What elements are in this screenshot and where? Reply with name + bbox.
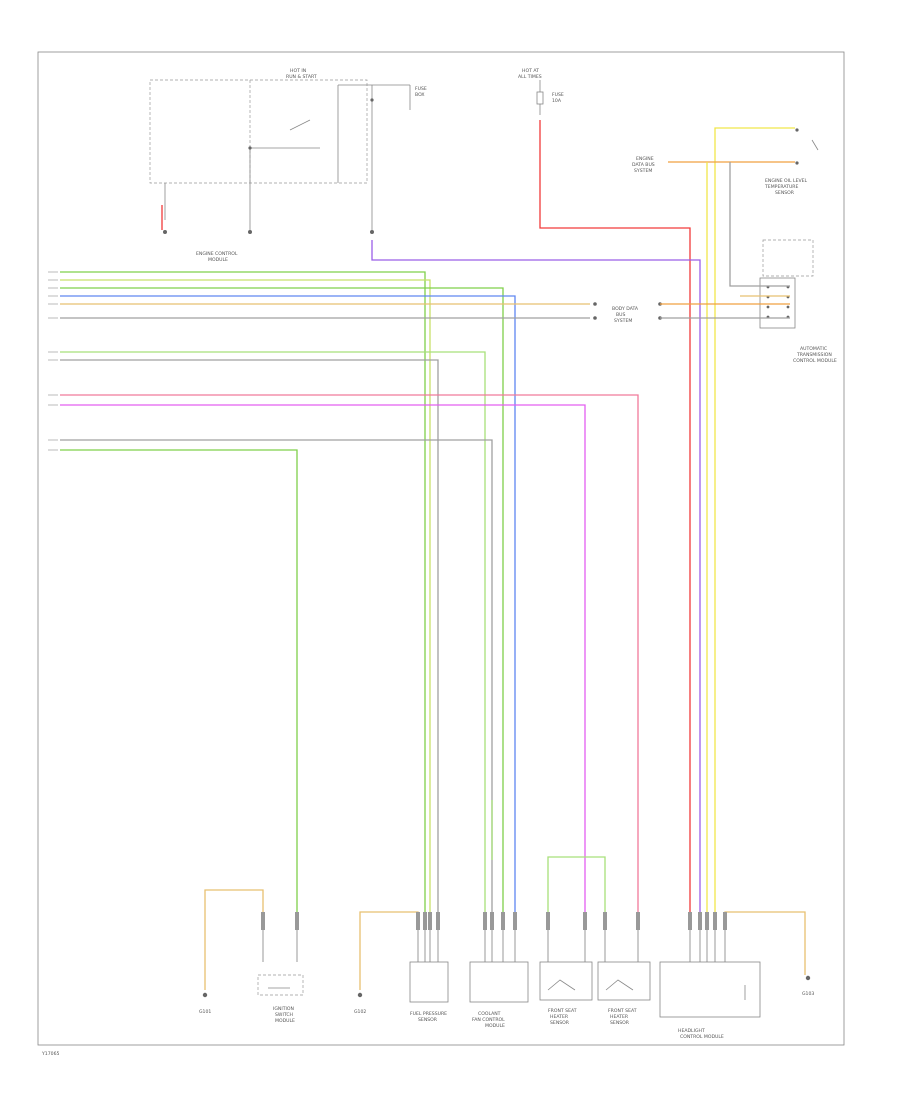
- automatic-transmission-module: AUTOMATIC TRANSMISSION CONTROL MODULE: [759, 239, 837, 364]
- body-data-bus-label-2: BUS: [616, 312, 626, 318]
- wire-blue: [60, 295, 516, 930]
- ignition-switch-label-2: SWITCH: [275, 1012, 293, 1018]
- wire-atcm-gray: [729, 162, 790, 287]
- wire-yellow-right: [714, 127, 795, 930]
- wire-green-lower: [60, 449, 298, 930]
- wire-lightgreen-2: [60, 359, 439, 930]
- coolant-fan-label: COOLANT: [478, 1011, 501, 1017]
- engine-data-bus-label-3: SYSTEM: [634, 168, 652, 174]
- connector-terminal: [603, 912, 607, 930]
- coolant-fan-label-2: FAN CONTROL: [472, 1017, 505, 1023]
- engine-data-bus-label-2: DATA BUS: [632, 162, 655, 168]
- connector-terminal: [688, 912, 692, 930]
- figure-id: Y17065: [41, 1051, 59, 1057]
- wire-green-1: [60, 271, 426, 930]
- connector-terminal: [490, 912, 494, 930]
- connector-terminal: [295, 912, 299, 930]
- hot-at-all-times-label: HOT AT: [522, 68, 539, 74]
- connector-terminal: [483, 912, 487, 930]
- ground-left: G101: [199, 992, 211, 1015]
- connector-terminal: [705, 912, 709, 930]
- connector-terminal: [261, 912, 265, 930]
- atcm-label: AUTOMATIC: [800, 346, 827, 352]
- engine-control-module-label-2: MODULE: [208, 257, 228, 263]
- connector-terminal: [713, 912, 717, 930]
- wire-pink: [60, 394, 639, 930]
- wire-ect-tan: [359, 911, 419, 990]
- wires: [48, 120, 806, 990]
- seat-heater-left-label-2: HEATER: [550, 1014, 569, 1020]
- ground-right: G103: [802, 975, 814, 997]
- connector-terminal: [416, 912, 420, 930]
- connector-terminal: [698, 912, 702, 930]
- oil-level-sensor-label: ENGINE OIL LEVEL: [765, 178, 808, 184]
- wire-magenta: [60, 404, 586, 930]
- seat-heater-right-label-3: SENSOR: [610, 1020, 630, 1026]
- connector-terminal: [583, 912, 587, 930]
- connector-terminal: [436, 912, 440, 930]
- fuse-left-label: FUSE: [415, 86, 427, 92]
- oil-level-sensor-label-3: SENSOR: [775, 190, 795, 196]
- seat-heater-left-label: FRONT SEAT: [548, 1008, 577, 1014]
- seat-heater-right-label: FRONT SEAT: [608, 1008, 637, 1014]
- seat-heater-right-label-2: HEATER: [610, 1014, 629, 1020]
- fuel-pressure-sensor-label-2: SENSOR: [418, 1017, 438, 1023]
- engine-control-module: ENGINE CONTROL MODULE HOT IN RUN & START…: [149, 68, 427, 263]
- ground-label-g102: G102: [354, 1009, 366, 1015]
- connector-terminal: [546, 912, 550, 930]
- wire-violet: [371, 240, 701, 930]
- engine-control-module-label: ENGINE CONTROL: [196, 251, 238, 257]
- ground-label-g103: G103: [802, 991, 814, 997]
- atcm-label-2: TRANSMISSION: [796, 352, 832, 358]
- wire-green-3: [60, 287, 504, 930]
- body-data-bus: BODY DATA BUS SYSTEM: [593, 302, 662, 324]
- hot-in-run-label: HOT IN: [290, 68, 306, 74]
- bottom-components: IGNITION SWITCH MODULE FUEL PRESSURE SEN…: [199, 961, 814, 1040]
- fuel-pressure-sensor-label: FUEL PRESSURE: [410, 1011, 447, 1017]
- wire-red-main: [539, 120, 691, 930]
- ground-label-g101: G101: [199, 1009, 211, 1015]
- connector-terminal: [636, 912, 640, 930]
- coolant-fan-label-3: MODULE: [485, 1023, 505, 1029]
- connector-terminal: [423, 912, 427, 930]
- wire-green-2: [60, 279, 431, 930]
- engine-data-bus-region: ENGINE DATA BUS SYSTEM ENGINE OIL LEVEL …: [632, 128, 819, 196]
- hot-at-all-times-feed: HOT AT ALL TIMES FUSE 10A: [518, 68, 564, 115]
- fuse-left-label-2: BOX: [415, 92, 425, 98]
- ignition-switch-label-3: MODULE: [275, 1018, 295, 1024]
- connector-terminal: [723, 912, 727, 930]
- connector-terminal: [428, 912, 432, 930]
- engine-data-bus-label: ENGINE: [636, 156, 654, 162]
- ground-middle: G102: [354, 992, 366, 1015]
- diagram-border: [37, 51, 845, 1046]
- wire-gray-lower: [60, 439, 493, 930]
- atcm-label-3: CONTROL MODULE: [793, 358, 837, 364]
- connector-terminal: [513, 912, 517, 930]
- wire-lightgreen-1: [60, 351, 486, 930]
- hot-in-run-label-2: RUN & START: [286, 74, 317, 80]
- fuse-right-label-2: 10A: [552, 98, 562, 104]
- body-data-bus-label: BODY DATA: [612, 306, 639, 312]
- headlight-module-label-2: CONTROL MODULE: [680, 1034, 724, 1040]
- connector-terminal: [501, 912, 505, 930]
- headlight-module-label: HEADLIGHT: [678, 1028, 705, 1034]
- body-data-bus-label-3: SYSTEM: [614, 318, 632, 324]
- hot-at-all-times-label-2: ALL TIMES: [518, 74, 542, 80]
- wire-ignition-tan: [204, 889, 264, 990]
- ignition-switch-label: IGNITION: [273, 1006, 294, 1012]
- seat-heater-left-label-3: SENSOR: [550, 1020, 570, 1026]
- fuse-right-label: FUSE: [552, 92, 564, 98]
- oil-level-sensor-label-2: TEMPERATURE: [764, 184, 798, 190]
- wire-seat-jumper: [547, 856, 606, 930]
